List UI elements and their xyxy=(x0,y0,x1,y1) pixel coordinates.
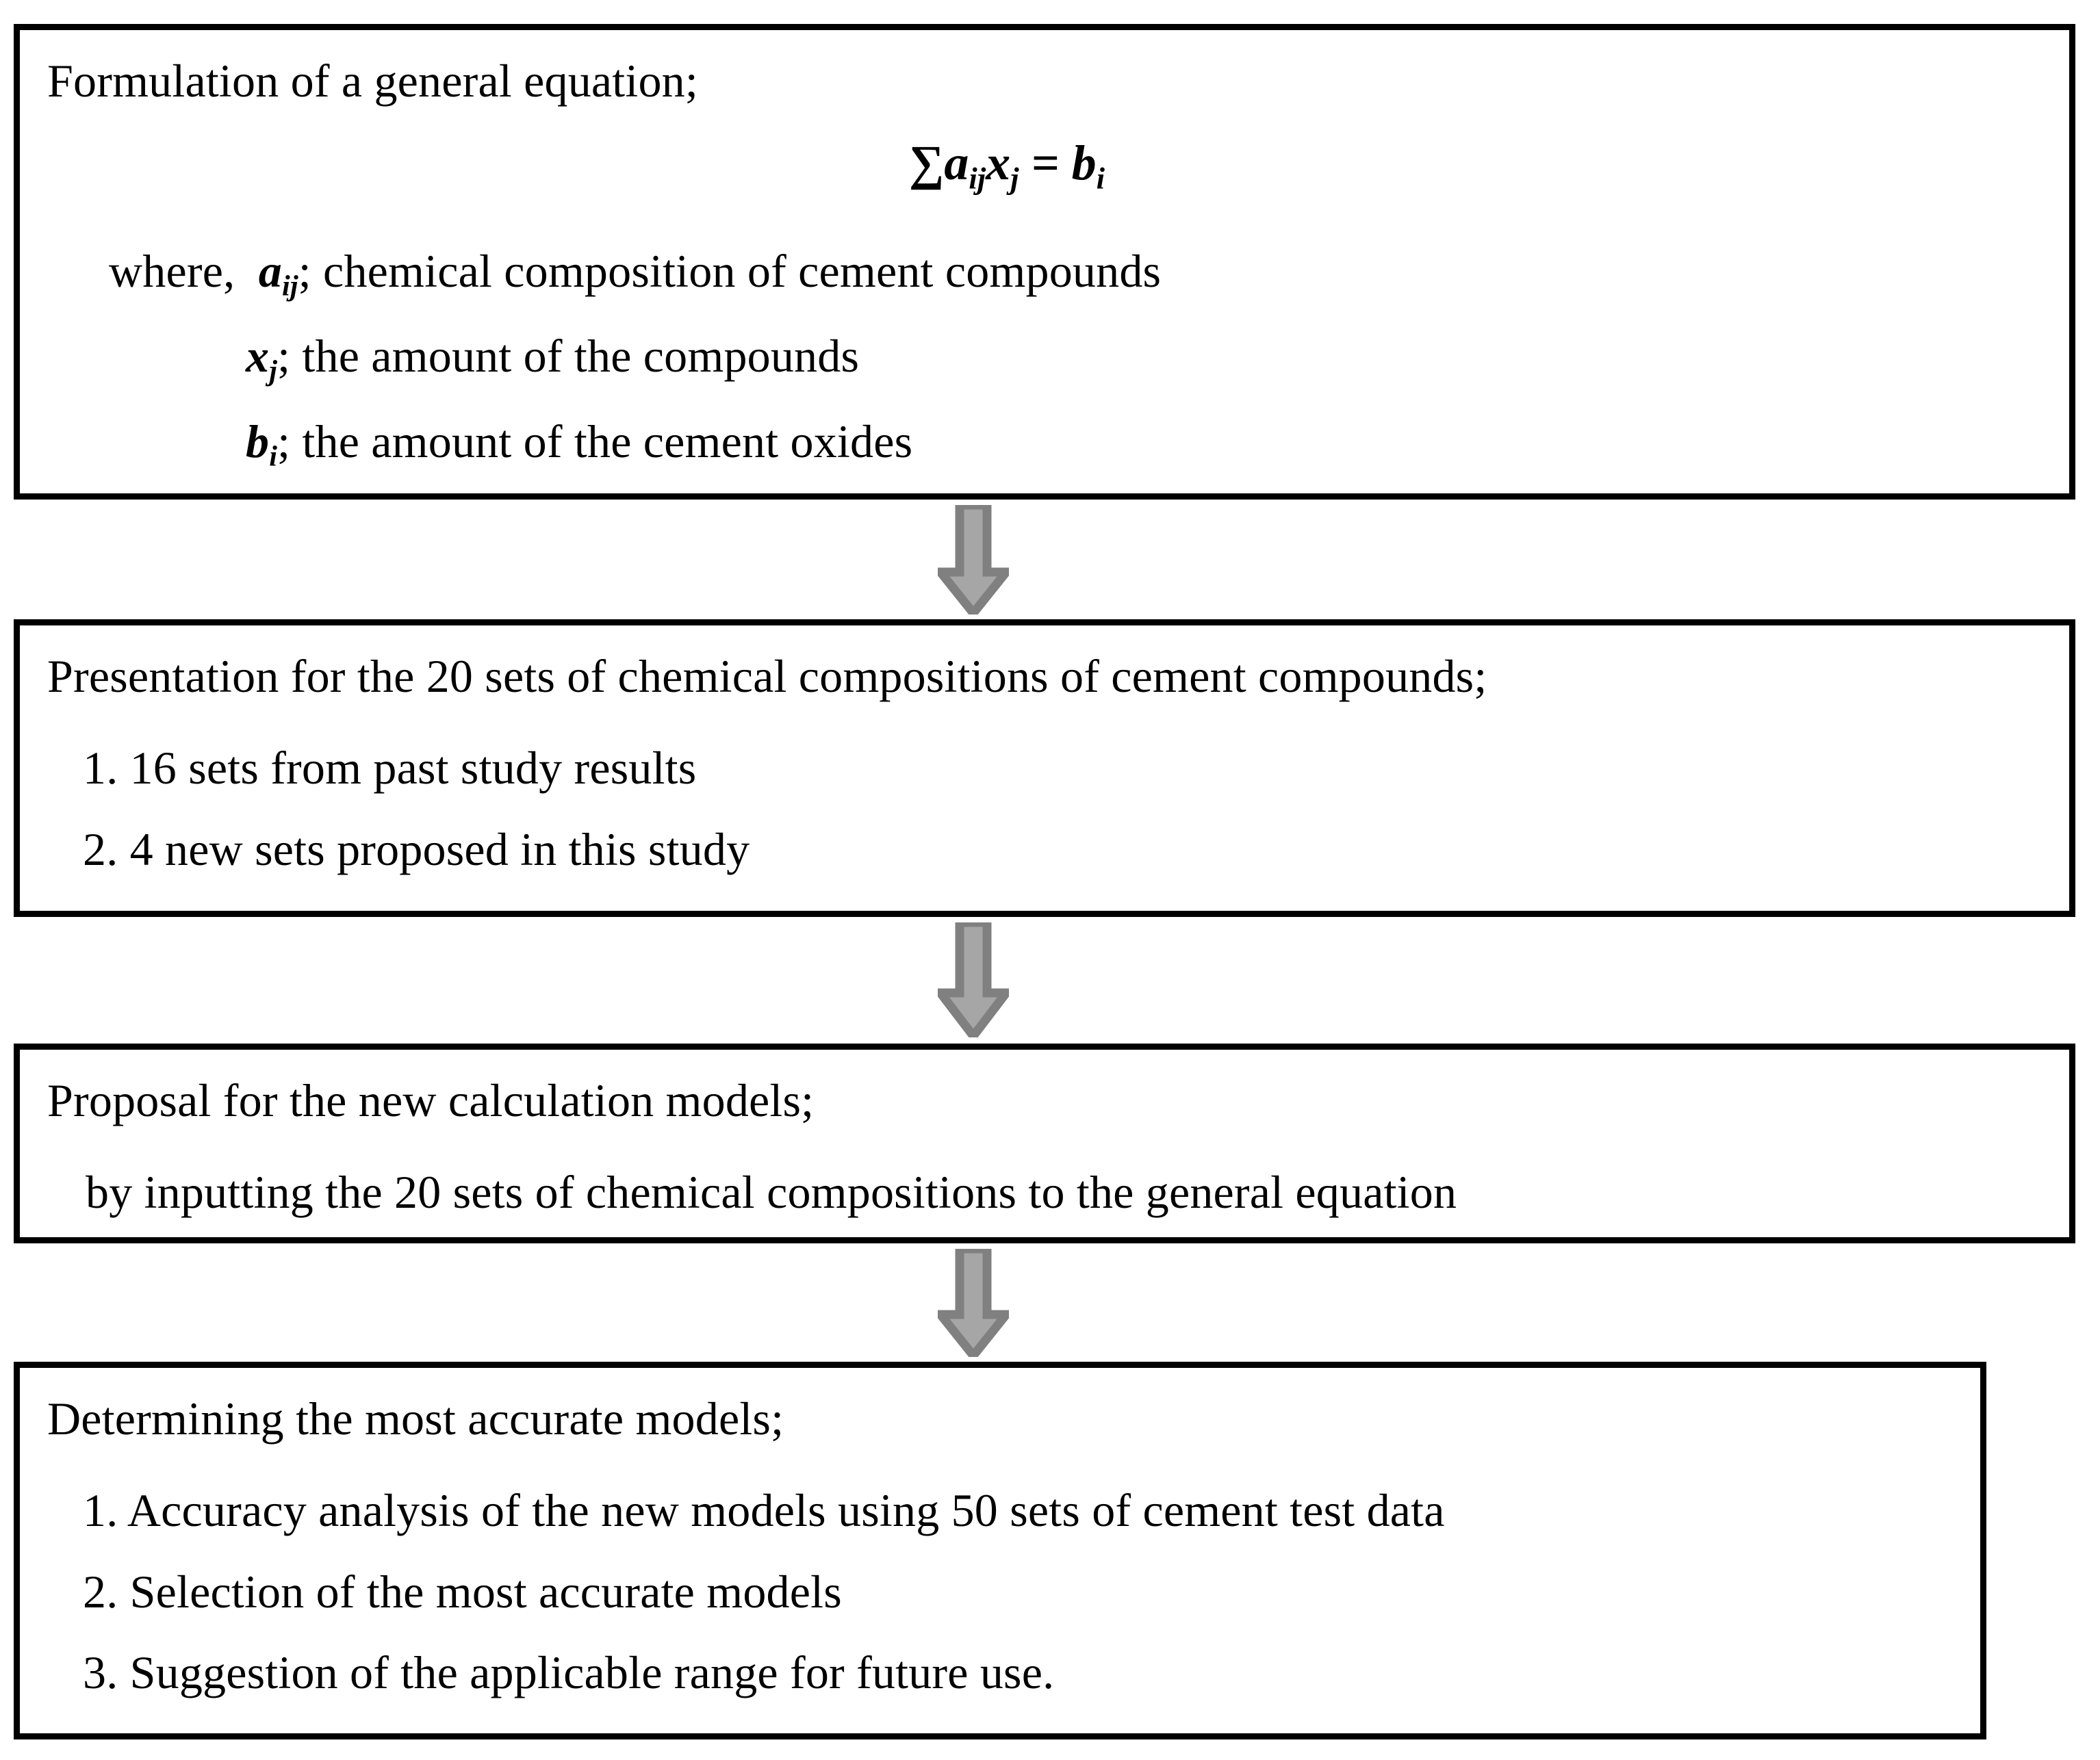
definition-row-x: xj; the amount of the compounds xyxy=(47,326,2042,390)
spacer xyxy=(47,111,2042,131)
spacer xyxy=(47,799,2042,819)
equation-term-a: aij xyxy=(944,135,986,195)
flow-node-formulation: Formulation of a general equation; ∑aijx… xyxy=(14,24,2075,500)
down-arrow-icon-2 xyxy=(938,922,1009,1037)
flow-node-formulation-body: Formulation of a general equation; ∑aijx… xyxy=(20,30,2069,493)
spacer xyxy=(47,1130,2042,1162)
box2-heading: Presentation for the 20 sets of chemical… xyxy=(47,650,1487,702)
box4-item-1: 1. Accuracy analysis of the new models u… xyxy=(83,1484,1445,1537)
box4-item-3: 3. Suggestion of the applicable range fo… xyxy=(83,1646,1055,1699)
definition-x-text: ; the amount of the compounds xyxy=(277,330,860,383)
symbol-a-subscript: ij xyxy=(281,270,298,302)
spacer xyxy=(47,198,2042,241)
flow-node-proposal-body: Proposal for the new calculation models;… xyxy=(20,1050,2069,1237)
box3-item-1: by inputting the 20 sets of chemical com… xyxy=(86,1166,1457,1219)
flow-node-presentation: Presentation for the 20 sets of chemical… xyxy=(14,619,2075,917)
box4-item-2: 2. Selection of the most accurate models xyxy=(83,1565,842,1618)
definition-row-b: bi; the amount of the cement oxides xyxy=(47,411,2042,476)
box4-heading: Determining the most accurate models; xyxy=(47,1393,784,1445)
equation-equals: = xyxy=(1031,135,1060,191)
definition-b-text: ; the amount of the cement oxides xyxy=(277,415,913,467)
symbol-b-i: bi xyxy=(246,415,277,473)
definition-a-text: ; chemical composition of cement compoun… xyxy=(298,244,1162,297)
symbol-x-subscript: j xyxy=(269,354,278,387)
general-equation: ∑aijxj = bi xyxy=(47,131,2042,198)
spacer xyxy=(47,305,2042,326)
equation-term-b-letter: b xyxy=(1071,135,1097,191)
equation-term-a-subscript: ij xyxy=(969,161,986,196)
down-arrow-icon-1 xyxy=(938,505,1009,614)
spacer xyxy=(47,1541,1953,1562)
box1-heading: Formulation of a general equation; xyxy=(47,55,698,107)
symbol-x-letter: x xyxy=(246,330,270,383)
flow-node-proposal: Proposal for the new calculation models;… xyxy=(14,1044,2075,1243)
flow-node-determining: Determining the most accurate models; 1.… xyxy=(14,1362,1986,1739)
box2-item-1: 1. 16 sets from past study results xyxy=(83,742,697,794)
symbol-b-letter: b xyxy=(246,415,270,467)
spacer xyxy=(47,1449,1953,1480)
equation-term-x-letter: x xyxy=(986,135,1011,191)
down-arrow-icon-3 xyxy=(938,1249,1009,1357)
box2-item-2: 2. 4 new sets proposed in this study xyxy=(83,823,750,875)
equation-term-b: bi xyxy=(1071,135,1105,195)
spacer xyxy=(47,1622,1953,1642)
spacer xyxy=(47,391,2042,411)
symbol-b-subscript: i xyxy=(269,440,278,473)
equation-term-a-letter: a xyxy=(944,135,969,191)
where-label: where, xyxy=(109,244,235,297)
spacer xyxy=(47,706,2042,738)
symbol-a-ij: aij xyxy=(258,244,298,302)
definition-row-a: where, aij; chemical composition of ceme… xyxy=(47,241,2042,305)
symbol-x-j: xj xyxy=(246,330,277,387)
equation-term-b-subscript: i xyxy=(1096,161,1105,196)
summation-symbol: ∑ xyxy=(909,135,945,191)
flow-node-presentation-body: Presentation for the 20 sets of chemical… xyxy=(20,625,2069,911)
equation-term-x: xj xyxy=(986,135,1019,195)
symbol-a-letter: a xyxy=(258,244,282,297)
equation-term-x-subscript: j xyxy=(1010,161,1019,196)
box3-heading: Proposal for the new calculation models; xyxy=(47,1074,815,1126)
flow-node-determining-body: Determining the most accurate models; 1.… xyxy=(20,1368,1980,1733)
